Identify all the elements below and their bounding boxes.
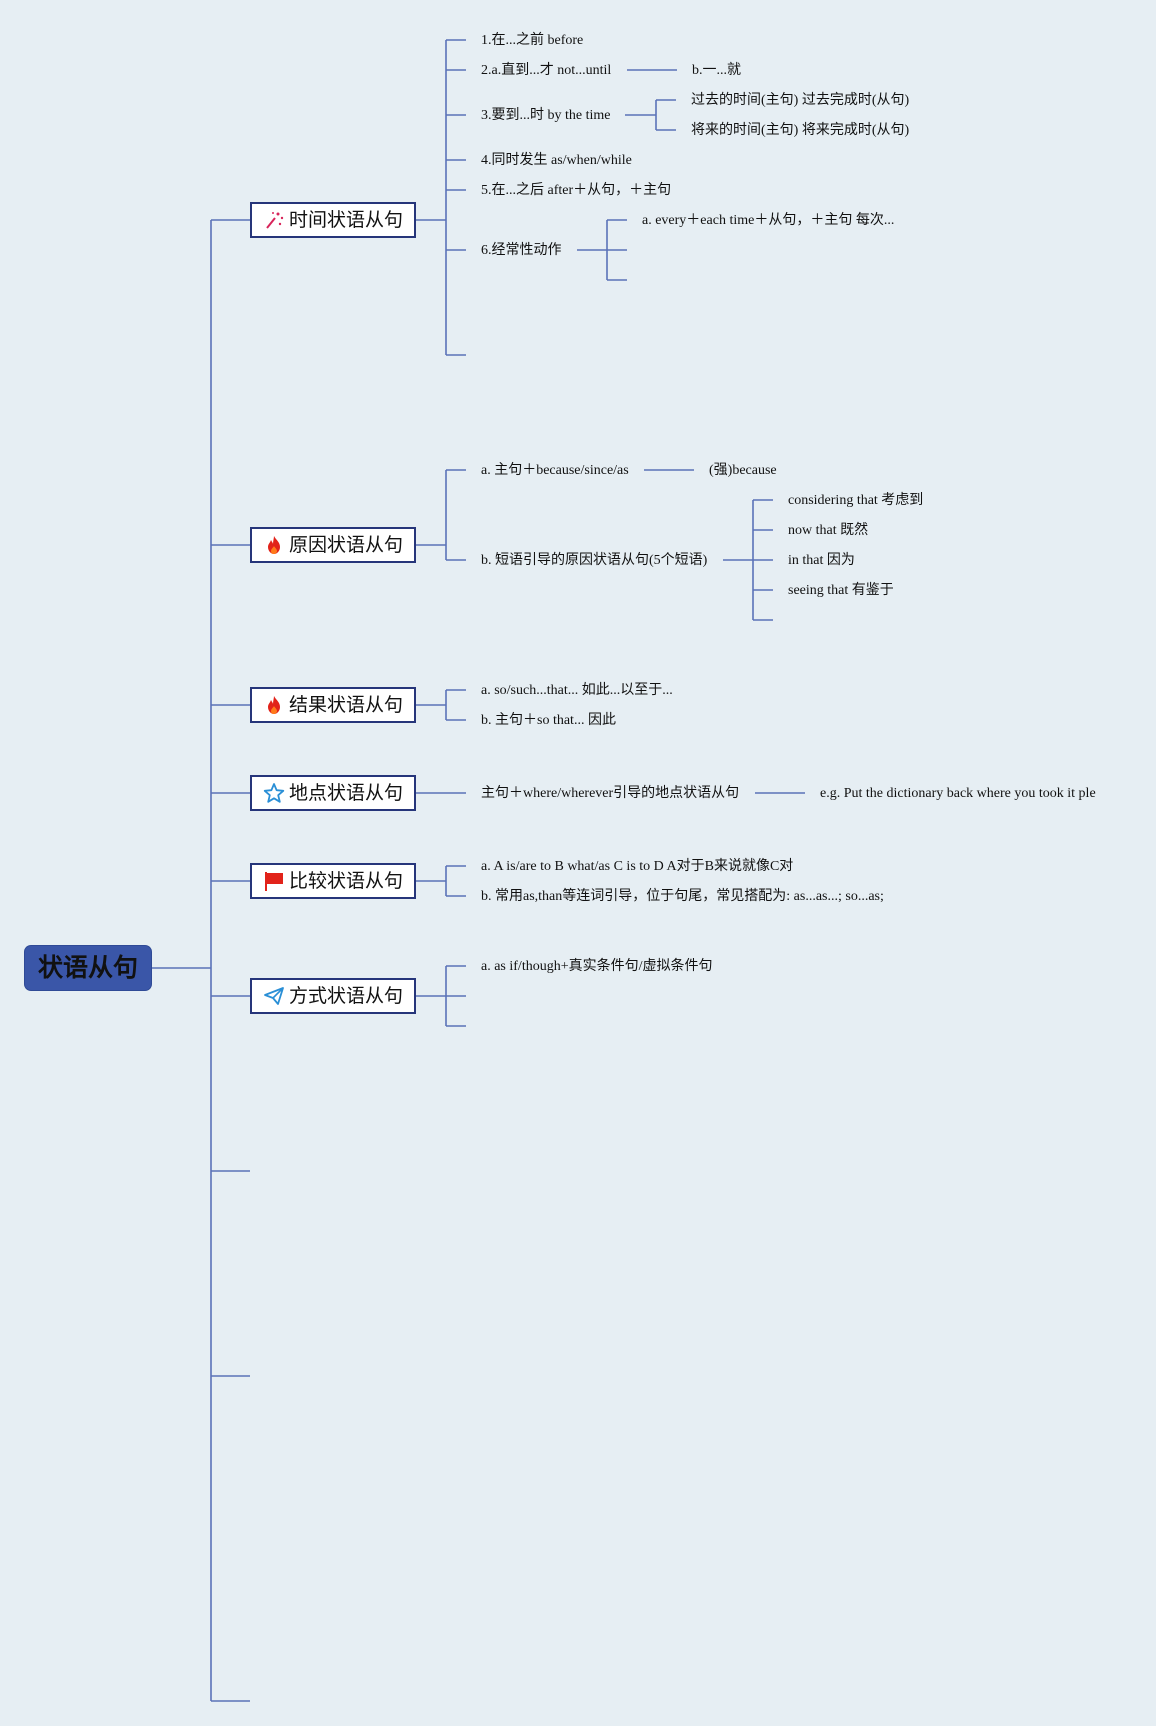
leaf-time-5[interactable]: 5.在...之后 after＋从句，＋主句 [481,183,672,198]
leaf-cause-b-child[interactable]: considering that 考虑到 [788,493,924,508]
leaf-result-a[interactable]: a. so/such...that... 如此...以至于... [481,683,673,698]
star-icon [263,782,285,804]
leaf-place-a-child[interactable]: e.g. Put the dictionary back where you t… [820,786,1096,801]
branch-label: 方式状语从句 [288,985,403,1007]
leaf-cause-b-child[interactable]: seeing that 有鉴于 [788,583,894,598]
branch-label: 时间状语从句 [288,209,403,231]
leaf-time-3-child[interactable]: 过去的时间(主句) 过去完成时(从句) [691,93,910,108]
leaf-result-b[interactable]: b. 主句＋so that... 因此 [481,713,616,728]
leaf-cause-a[interactable]: a. 主句＋because/since/as [481,463,629,478]
branch-manner-clause[interactable]: 方式状语从句 [250,978,416,1014]
branch-label: 地点状语从句 [288,782,403,804]
branch-time-clause[interactable]: 时间状语从句 [250,202,416,238]
leaf-time-3[interactable]: 3.要到...时 by the time [481,108,611,123]
leaf-cause-b[interactable]: b. 短语引导的原因状语从句(5个短语) [481,553,708,568]
branch-cause-clause[interactable]: 原因状语从句 [250,527,416,563]
leaf-comparison-a[interactable]: a. A is/are to B what/as C is to D A对于B来… [481,859,794,874]
root-topic[interactable]: 状语从句 [25,946,151,990]
leaf-comparison-b[interactable]: b. 常用as,than等连词引导，位于句尾，常见搭配为: as...as...… [481,889,884,904]
paper-plane-icon [263,985,285,1007]
flag-icon [263,870,285,892]
leaf-time-2-child[interactable]: b.一...就 [692,63,741,78]
leaf-time-2[interactable]: 2.a.直到...才 not...until [481,63,612,78]
branch-result-clause[interactable]: 结果状语从句 [250,687,416,723]
fire-icon [263,534,285,556]
leaf-time-6-child[interactable]: a. every＋each time＋从句，＋主句 每次... [642,213,895,228]
leaf-time-1[interactable]: 1.在...之前 before [481,33,584,48]
leaf-manner-a[interactable]: a. as if/though+真实条件句/虚拟条件句 [481,959,713,974]
leaf-time-4[interactable]: 4.同时发生 as/when/while [481,153,632,168]
leaf-place-a[interactable]: 主句＋where/wherever引导的地点状语从句 [481,786,740,801]
branch-place-clause[interactable]: 地点状语从句 [250,775,416,811]
leaf-cause-a-child[interactable]: (强)because [709,463,777,478]
branch-comparison-clause[interactable]: 比较状语从句 [250,863,416,899]
leaf-cause-b-child[interactable]: now that 既然 [788,523,869,538]
branch-label: 原因状语从句 [288,534,403,556]
branch-label: 结果状语从句 [288,694,403,716]
leaf-time-6[interactable]: 6.经常性动作 [481,243,562,258]
leaf-cause-b-child[interactable]: in that 因为 [788,553,855,568]
fire-icon [263,694,285,716]
leaf-time-3-child[interactable]: 将来的时间(主句) 将来完成时(从句) [691,123,910,138]
branch-label: 比较状语从句 [288,870,403,892]
magic-wand-icon [263,209,285,231]
